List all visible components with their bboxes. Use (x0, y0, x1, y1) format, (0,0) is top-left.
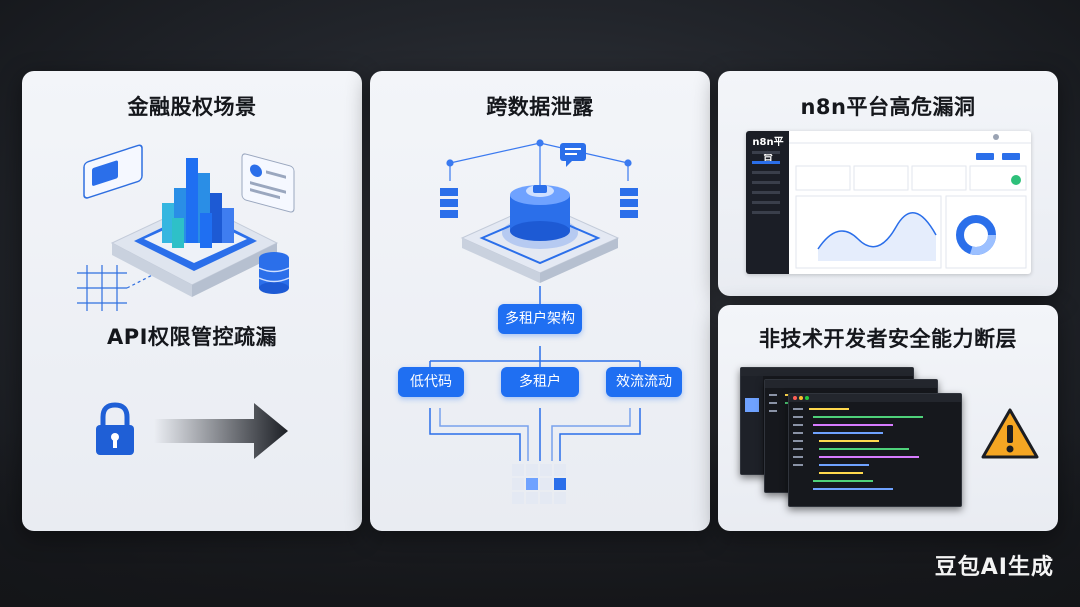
code-window-front (788, 393, 962, 507)
server-platform-illustration (440, 139, 638, 283)
node-multi-tenant: 多租户 (501, 367, 579, 397)
tenant-grid (512, 464, 566, 504)
n8n-title: n8n平台高危漏洞 (800, 95, 976, 119)
dashboard-content (752, 131, 1031, 269)
finance-panel: 金融股权场景 (22, 71, 362, 531)
node-low-code: 低代码 (398, 367, 464, 397)
leak-panel: 跨数据泄露 (370, 71, 710, 531)
dashboard-mockup: n8n平台 (746, 131, 1031, 274)
node-multi-tenant-architecture: 多租户架构 (498, 304, 582, 334)
arrow-right-icon (154, 403, 288, 459)
database-icon (258, 252, 290, 294)
dashboard-logo: n8n平台 (752, 137, 784, 163)
watermark: 豆包AI生成 (934, 555, 1054, 580)
lock-icon (96, 402, 134, 455)
warning-icon (981, 408, 1039, 459)
finance-illustration (77, 144, 295, 311)
leak-title: 跨数据泄露 (486, 95, 594, 119)
bar-chart-3d (162, 158, 234, 248)
node-efficiency-flow: 效流流动 (606, 367, 682, 397)
finance-subtitle: API权限管控疏漏 (107, 325, 277, 349)
tree-connectors (429, 286, 641, 504)
skills-title: 非技术开发者安全能力断层 (759, 327, 1017, 351)
n8n-panel: n8n平台高危漏洞 n8n平台 (718, 71, 1058, 296)
finance-title: 金融股权场景 (127, 95, 257, 119)
chat-icon (560, 143, 586, 167)
skills-panel: 非技术开发者安全能力断层 (718, 305, 1058, 531)
